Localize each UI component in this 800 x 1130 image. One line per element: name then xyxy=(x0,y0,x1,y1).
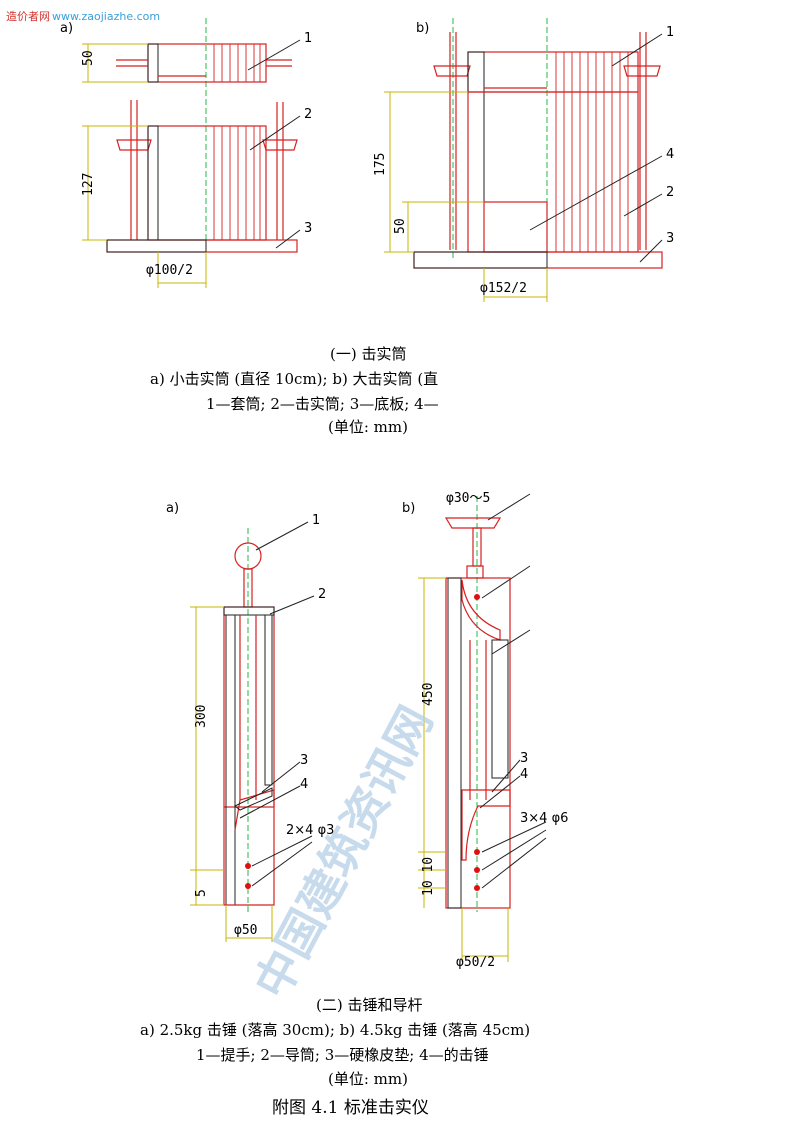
caption-2-line2: 1—提手; 2—导筒; 3—硬橡皮垫; 4—的击锤 xyxy=(196,1046,489,1064)
large-mold-vertical-lines xyxy=(555,52,629,252)
figure-title: 附图 4.1 标准击实仪 xyxy=(272,1098,429,1118)
caption-1-line3: (单位: mm) xyxy=(328,418,408,436)
small-mold-drawing: a) xyxy=(60,18,312,288)
part-label-2a-2: 2 xyxy=(318,587,326,602)
dim-phi50: φ50 xyxy=(234,923,257,938)
dim-10-10: 10 10 xyxy=(421,857,436,896)
dim-5: 5 xyxy=(194,889,209,897)
sub-label-2b: b) xyxy=(402,501,415,516)
dim-large-height: 175 xyxy=(373,153,388,176)
caption-1-line1: a) 小击实筒 (直径 10cm); b) 大击实筒 (直 xyxy=(150,370,439,388)
caption-2-title: (二) 击锤和导杆 xyxy=(316,996,423,1014)
part-label-1a-2: 2 xyxy=(304,107,312,122)
part-label-2a-4: 4 xyxy=(300,777,308,792)
sub-label-1a: a) xyxy=(60,21,73,36)
part-label-2b-3: 3 xyxy=(520,751,528,766)
dim-phi50-2: φ50/2 xyxy=(456,955,495,970)
dim-drop-450: 450 xyxy=(421,683,436,706)
holes-label-2a: 2×4 φ3 xyxy=(286,823,334,838)
caption-1-line2: 1—套筒; 2—击实筒; 3—底板; 4— xyxy=(206,395,439,413)
large-rammer-drawing: b) 450 10 10 φ50/2 φ30～5 xyxy=(402,491,568,970)
sub-label-2a: a) xyxy=(166,501,179,516)
caption-1-title: (一) 击实筒 xyxy=(330,345,407,363)
site-url: www.zaojiazhe.com xyxy=(52,10,161,23)
large-mold-drawing: b) 175 50 xyxy=(373,18,674,302)
part-label-1b-2: 2 xyxy=(666,185,674,200)
caption-2-line3: (单位: mm) xyxy=(328,1070,408,1088)
part-label-2a-1: 1 xyxy=(312,513,320,528)
dim-small-diameter: φ100/2 xyxy=(146,263,193,278)
dim-large-diameter: φ152/2 xyxy=(480,281,527,296)
dim-drop-300: 300 xyxy=(194,705,209,728)
dim-spacer-height: 50 xyxy=(393,218,408,234)
part-label-1b-3: 3 xyxy=(666,231,674,246)
site-name: 造价者网 xyxy=(6,10,50,23)
part-label-1a-1: 1 xyxy=(304,31,312,46)
holes-label-2b: 3×4 φ6 xyxy=(520,811,568,826)
caption-2-line1: a) 2.5kg 击锤 (落高 30cm); b) 4.5kg 击锤 (落高 4… xyxy=(140,1021,531,1039)
part-label-1a-3: 3 xyxy=(304,221,312,236)
mold-vertical-lines xyxy=(213,126,261,240)
dim-collar-height: 50 xyxy=(81,50,96,66)
part-label-2a-3: 3 xyxy=(300,753,308,768)
dim-mold-height: 127 xyxy=(81,173,96,196)
collar-vertical-lines xyxy=(213,44,261,82)
part-label-1b-1: 1 xyxy=(666,25,674,40)
small-rammer-drawing: a) 300 5 φ50 1 2 3 xyxy=(166,501,334,942)
sub-label-1b: b) xyxy=(416,21,429,36)
part-label-2b-4: 4 xyxy=(520,767,528,782)
part-label-1b-4: 4 xyxy=(666,147,674,162)
dim-phi30: φ30～5 xyxy=(446,491,490,506)
